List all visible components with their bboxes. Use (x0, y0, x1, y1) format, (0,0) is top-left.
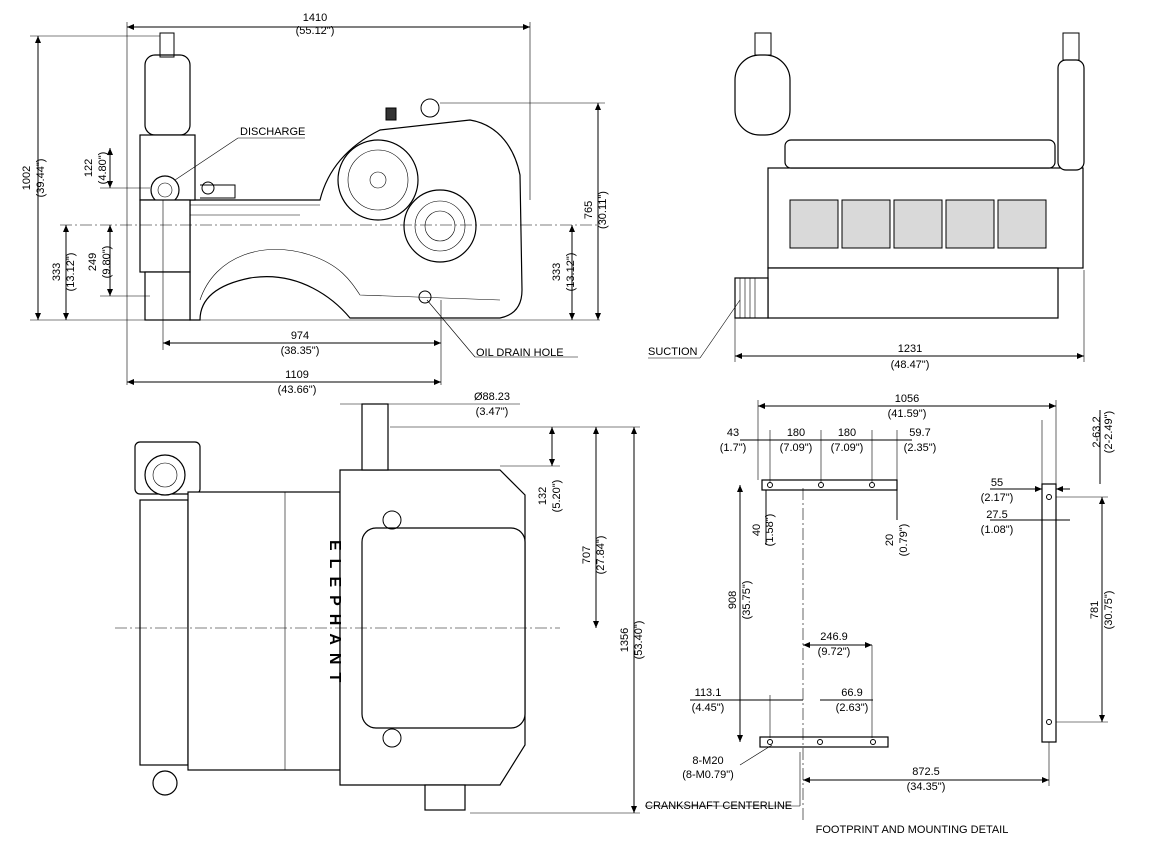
dim-cl-to-rail-in: (34.35") (907, 781, 946, 793)
dim-pitch-1-in: (7.09") (780, 442, 813, 454)
dim-cl-to-rear-hole-in: (9.72") (818, 646, 851, 658)
dim-front-left: 113.1 (695, 687, 722, 699)
footprint-dimensions: 1056 (41.59") 43 (1.7") 180 (7.09") 180 … (645, 393, 1115, 836)
dim-shaft-diameter: Ø88.23 (474, 391, 510, 403)
dim-rail-height-in: (2-2.49") (1103, 411, 1115, 453)
dim-rail-span: 781 (1089, 601, 1101, 619)
dim-frame-height-in: (30.11") (597, 191, 609, 229)
dim-rail-length-in: (35.75") (741, 581, 753, 620)
dim-front-right: 66.9 (841, 687, 862, 699)
front-view (734, 32, 1085, 319)
dim-bolts: 8-M20 (692, 755, 723, 767)
dim-overall-length-in: (55.12") (296, 25, 335, 37)
dim-discharge-offset-in: (4.80") (97, 152, 109, 185)
side-rail (1041, 483, 1057, 743)
dim-front-width: 1231 (898, 343, 922, 355)
oil-drain-hole (418, 290, 432, 304)
front-relief-valve (1057, 59, 1085, 171)
dim-foot-depth: 40 (751, 524, 763, 536)
dim-overall-height: 1002 (21, 166, 33, 190)
dim-top-width: 1356 (619, 628, 631, 652)
top-shaft (361, 403, 389, 471)
callout-crankshaft-centerline: CRANKSHAFT CENTERLINE (645, 800, 792, 812)
front-dampener (734, 54, 791, 136)
front-power-end (767, 267, 1059, 319)
dim-footprint-overall-in: (41.59") (888, 408, 927, 420)
rear-foot (761, 479, 898, 491)
top-view-dimensions: Ø88.23 (3.47") 132 (5.20") 707 (27.84") … (340, 391, 645, 814)
side-view (60, 32, 600, 321)
dim-cl-to-rail: 872.5 (912, 766, 940, 778)
dim-cl-to-rear-hole: 246.9 (820, 631, 848, 643)
front-foot (759, 736, 889, 748)
front-view-dimensions: 1231 (48.47") SUCTION (648, 270, 1085, 371)
dim-frame-height: 765 (583, 201, 595, 219)
dim-front-width-in: (48.47") (891, 359, 930, 371)
dim-edge-right: 59.7 (909, 427, 930, 439)
dim-drain-to-rear: 1109 (285, 369, 309, 381)
brand-logo-text: ELEPHANT (326, 540, 343, 690)
dim-centerline-right-in: (13.12") (565, 253, 577, 292)
dim-pitch-1: 180 (787, 427, 805, 439)
dim-overall-height-in: (39.44") (35, 159, 47, 198)
dim-pitch-2: 180 (838, 427, 856, 439)
callout-discharge: DISCHARGE (240, 126, 305, 138)
footprint-view (759, 479, 1057, 820)
dim-overall-length: 1410 (303, 12, 327, 24)
dim-discharge-height-in: (9.80") (101, 246, 113, 279)
dim-rail-width: 55 (991, 477, 1003, 489)
dim-shaft-length: 132 (537, 487, 549, 505)
dim-shaft-to-center: 707 (581, 546, 593, 564)
dim-front-left-in: (4.45") (692, 702, 725, 714)
dim-centerline-left-in: (13.12") (65, 253, 77, 292)
dim-foot-hole: 20 (884, 534, 896, 546)
dim-foot-hole-in: (0.79") (898, 524, 910, 557)
dim-edge-right-in: (2.35") (904, 442, 937, 454)
dim-edge-left-in: (1.7") (720, 442, 747, 454)
footprint-title: FOOTPRINT AND MOUNTING DETAIL (816, 824, 1009, 836)
dim-centerline-right: 333 (551, 263, 563, 281)
top-cradle (187, 491, 341, 771)
dim-top-width-in: (53.40") (633, 621, 645, 660)
suction-inlet (734, 277, 769, 319)
callout-suction: SUCTION (648, 346, 698, 358)
dim-shaft-diameter-in: (3.47") (476, 406, 509, 418)
dim-rail-span-in: (30.75") (1103, 591, 1115, 630)
top-rear-cap (424, 784, 466, 811)
dim-discharge-height: 249 (87, 253, 99, 271)
dim-rail-hole-offset-in: (1.08") (981, 524, 1014, 536)
dim-drain-to-rear-in: (43.66") (278, 384, 317, 396)
dampener (144, 54, 191, 136)
crank-flange-upper (337, 139, 419, 221)
top-outlet-port (152, 770, 178, 796)
dim-discharge-offset: 122 (83, 159, 95, 177)
dim-centerline-left: 333 (51, 263, 63, 281)
dim-rail-length: 908 (727, 591, 739, 609)
side-housing (189, 119, 523, 321)
lifting-eye (420, 98, 440, 118)
side-view-dimensions: 1410 (55.12") 1002 (39.44") 122 (4.80") … (21, 12, 609, 396)
suction-block (144, 271, 191, 321)
dim-front-right-in: (2.63") (836, 702, 869, 714)
top-view: ELEPHANT (115, 403, 560, 811)
dim-drain-to-discharge: 974 (291, 330, 309, 342)
dim-rail-height: 2-63.2 (1091, 416, 1103, 447)
dim-shaft-length-in: (5.20") (551, 480, 563, 513)
crankshaft-flange (403, 189, 477, 263)
dim-rail-width-in: (2.17") (981, 492, 1014, 504)
top-fluid-end (139, 499, 189, 766)
dim-drain-to-discharge-in: (38.35") (281, 345, 320, 357)
dim-bolts-in: (8-M0.79") (682, 769, 734, 781)
dim-edge-left: 43 (727, 427, 739, 439)
dim-pitch-2-in: (7.09") (831, 442, 864, 454)
dim-rail-hole-offset: 27.5 (986, 509, 1007, 521)
callout-oil-drain: OIL DRAIN HOLE (476, 347, 564, 359)
dim-footprint-overall: 1056 (895, 393, 919, 405)
dim-foot-depth-in: (1.58") (764, 514, 776, 547)
breather-cap (385, 107, 397, 121)
dim-shaft-to-center-in: (27.84") (595, 536, 607, 575)
